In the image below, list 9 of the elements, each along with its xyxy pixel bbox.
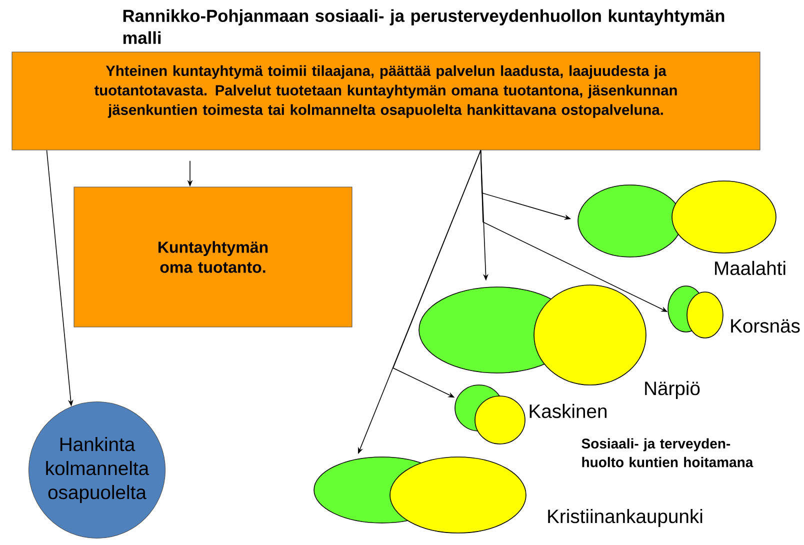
place-name: Närpiö bbox=[645, 380, 700, 399]
note: Sosiaali- ja terveyden- huolto kuntien hoitamana bbox=[582, 438, 754, 468]
process-box: Yhteinen kuntayhtymä toimii tilaajana, päättää palvelun laadusta, laajuudesta ja tuotantotavasta. Palvelut tuotetaan kuntayhtymän omana tuotantona, jäsenkunnan jäsenkuntien toimesta tai kolmannelta osapuolelta hankittavana ostopalveluna. bbox=[12, 52, 760, 150]
place-name: Maalahti bbox=[715, 260, 786, 276]
place-name: Kaskinen bbox=[530, 404, 606, 418]
place-name: Korsnäs bbox=[731, 319, 800, 333]
process-box: Kuntayhtymän oma tuotanto. bbox=[74, 186, 352, 328]
title: Rannikko-Pohjanmaan sosiaali- ja perusterveydenhuollon kuntayhtymän malli bbox=[123, 9, 724, 44]
place-name: Kristiinankaupunki bbox=[548, 508, 702, 527]
